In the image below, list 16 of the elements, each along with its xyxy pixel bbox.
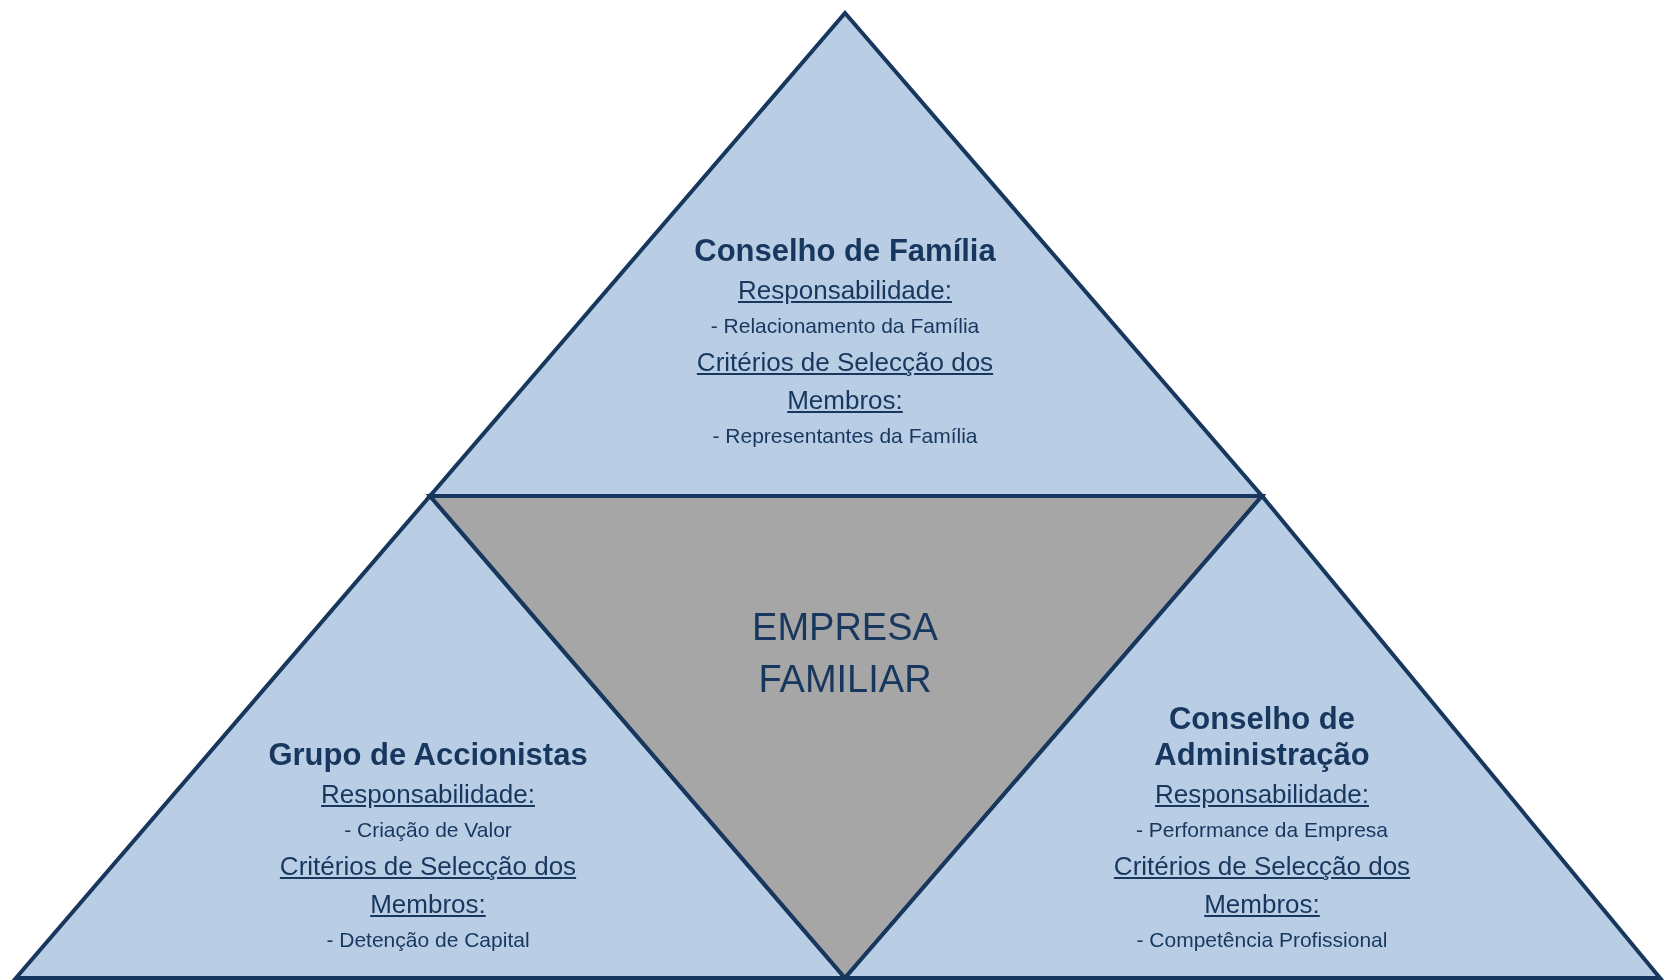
list-item: - Criação de Valor: [344, 817, 512, 843]
section-heading: Critérios de Selecção dos Membros:: [1112, 850, 1412, 921]
section-heading: Responsabilidade:: [1155, 778, 1369, 811]
list-item: - Representantes da Família: [712, 423, 978, 449]
section-heading: Critérios de Selecção dos Membros:: [695, 346, 995, 417]
center-title: EMPRESA FAMILIAR: [751, 605, 939, 702]
list-item: - Performance da Empresa: [1135, 817, 1389, 843]
list-item: - Competência Profissional: [1136, 927, 1388, 953]
section-heading: Responsabilidade:: [738, 274, 952, 307]
list-item: - Detenção de Capital: [326, 927, 530, 953]
council-heading: Grupo de Accionistas: [268, 737, 588, 773]
council-heading: Conselho de Administração: [1153, 701, 1371, 773]
list-item: - Relacionamento da Família: [710, 313, 980, 339]
section-heading: Responsabilidade:: [321, 778, 535, 811]
council-heading: Conselho de Família: [694, 233, 996, 269]
section-heading: Critérios de Selecção dos Membros:: [278, 850, 578, 921]
